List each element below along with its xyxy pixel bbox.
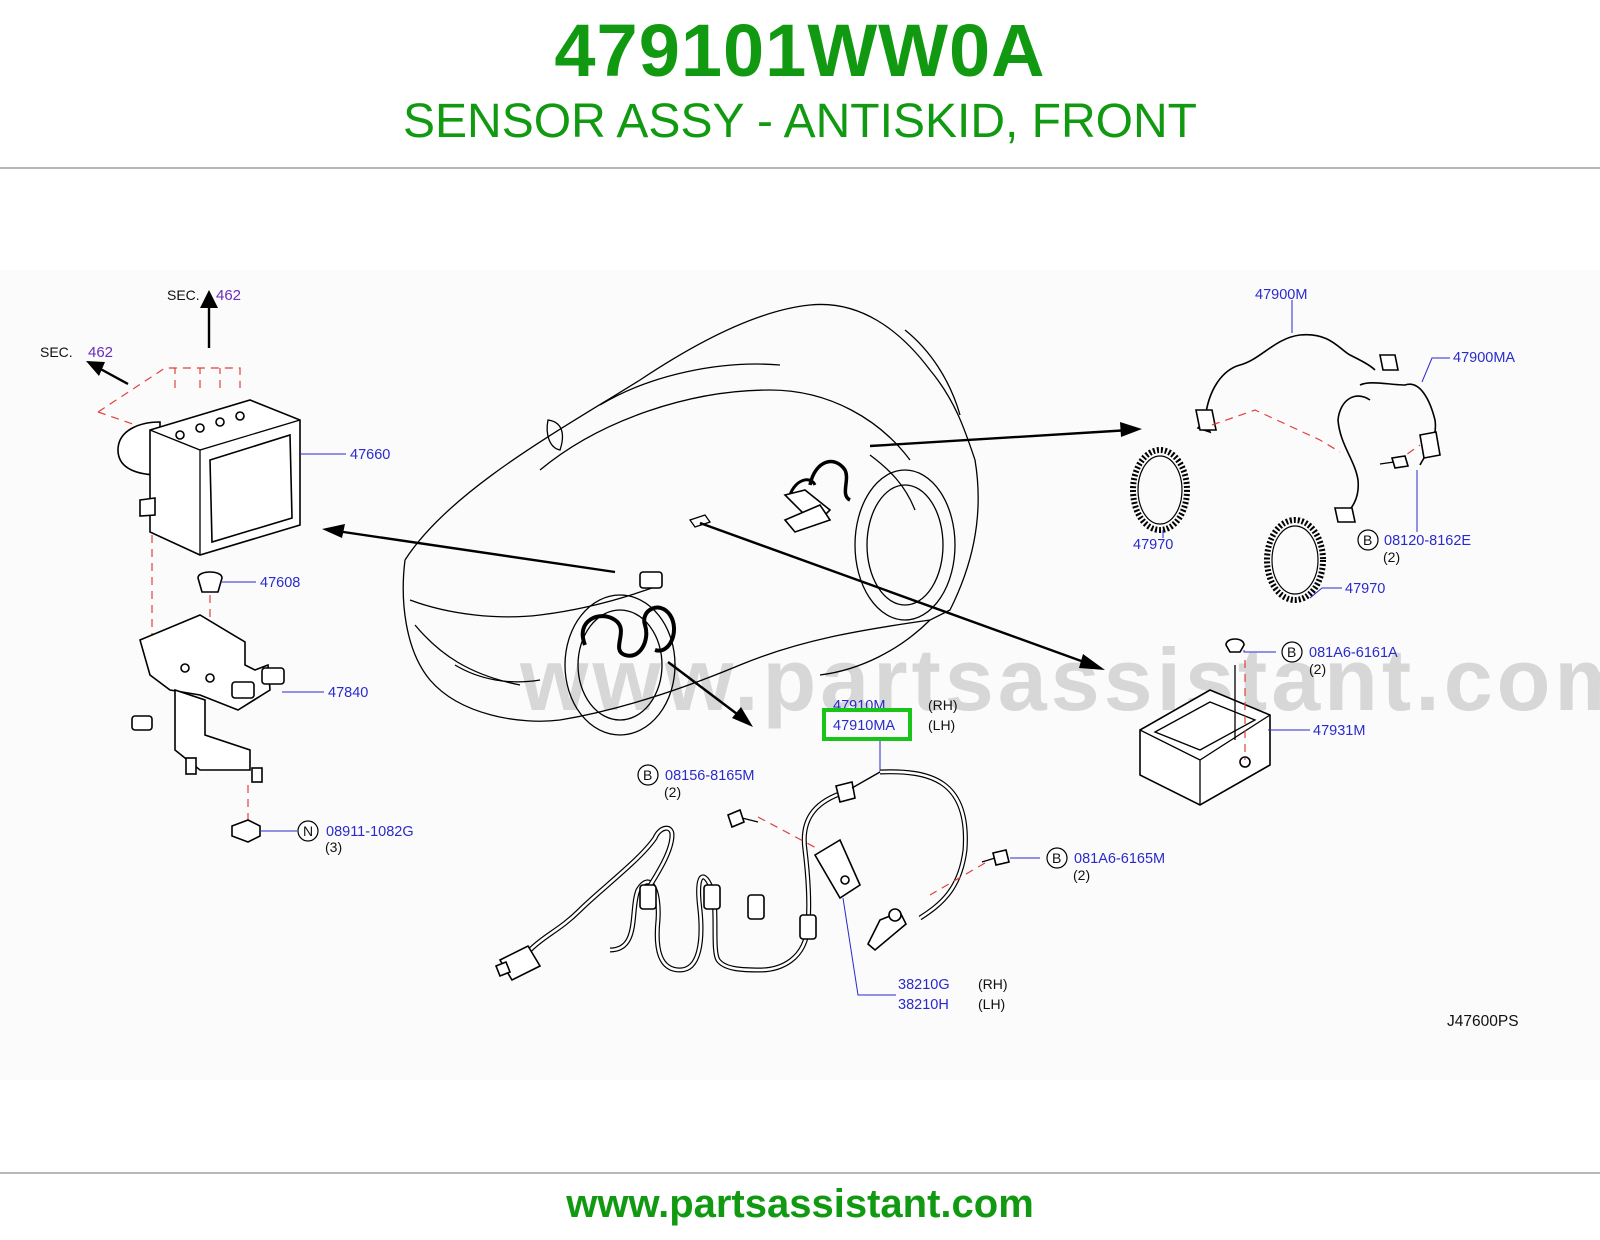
label-47970-left: 47970	[1133, 537, 1173, 553]
key-circle-b-08120	[1357, 529, 1379, 551]
front-sensor-group: 47910M (RH) 47910MA (LH)	[494, 697, 1165, 1013]
diagram-canvas: www.partsassistant.com	[40, 287, 1600, 1030]
parts-diagram: www.partsassistant.com	[0, 270, 1600, 1080]
qty-08156: (2)	[664, 784, 681, 800]
diagram-code: J47600PS	[1447, 1013, 1519, 1030]
part-description: SENSOR ASSY - ANTISKID, FRONT	[403, 95, 1197, 148]
side-38210G: (RH)	[978, 976, 1008, 992]
label-47840: 47840	[328, 685, 368, 701]
label-47931M: 47931M	[1313, 723, 1365, 739]
label-47910MA: 47910MA	[833, 718, 895, 734]
key-circle-n	[297, 820, 319, 842]
key-circle-b-6165m	[1046, 847, 1068, 869]
side-47910M: (RH)	[928, 697, 958, 713]
yaw-sensor-group: B 081A6-6161A (2) 47931M	[1139, 638, 1398, 806]
sec-prefix-left: SEC.	[40, 344, 73, 360]
key-b-08120: B	[1363, 532, 1372, 548]
highlight-box	[822, 708, 912, 741]
qty-08120: (2)	[1383, 549, 1400, 565]
footer-url-link[interactable]: www.partsassistant.com	[566, 1182, 1034, 1226]
watermark-text: www.partsassistant.com	[519, 630, 1600, 729]
key-b-6161a: B	[1287, 644, 1296, 660]
callout-arrows	[86, 290, 1142, 727]
sec-number-left: 462	[88, 344, 113, 361]
key-circle-b-6161a	[1281, 641, 1303, 663]
vehicle-drawing	[402, 303, 979, 736]
abs-actuator-group: 47660 SEC. 462 SEC. 462 47608 47840 N 08…	[40, 287, 414, 855]
side-47910MA: (LH)	[928, 717, 955, 733]
label-08120-8162E: 08120-8162E	[1384, 533, 1471, 549]
label-08911-1082G: 08911-1082G	[326, 824, 414, 840]
key-b-08156: B	[643, 767, 652, 783]
label-47900M: 47900M	[1255, 287, 1307, 303]
rear-sensors-group: 47900M 47900MA 47970 47970 B 08120-8162E…	[1130, 287, 1515, 603]
page-header: 479101WW0A SENSOR ASSY - ANTISKID, FRONT	[0, 0, 1600, 170]
label-38210H: 38210H	[898, 997, 949, 1013]
side-38210H: (LH)	[978, 996, 1005, 1012]
label-47970-right: 47970	[1345, 581, 1385, 597]
key-circle-b-08156	[637, 764, 659, 786]
key-n: N	[303, 823, 313, 839]
footer-divider	[0, 1172, 1600, 1174]
sec-number-top: 462	[216, 287, 241, 304]
label-081A6-6161A: 081A6-6161A	[1309, 645, 1398, 661]
label-47608: 47608	[260, 575, 300, 591]
label-38210G: 38210G	[898, 977, 950, 993]
label-47660: 47660	[350, 447, 390, 463]
header-divider	[0, 167, 1600, 169]
qty-081A6-6161A: (2)	[1309, 661, 1326, 677]
sec-prefix-top: SEC.	[167, 287, 200, 303]
qty-08911: (3)	[325, 839, 342, 855]
key-b-6165m: B	[1052, 850, 1061, 866]
label-47900MA: 47900MA	[1453, 350, 1515, 366]
label-08156-8165M: 08156-8165M	[665, 768, 755, 784]
part-number-title: 479101WW0A	[554, 9, 1046, 92]
label-081A6-6165M: 081A6-6165M	[1074, 851, 1165, 867]
qty-081A6-6165M: (2)	[1073, 867, 1090, 883]
